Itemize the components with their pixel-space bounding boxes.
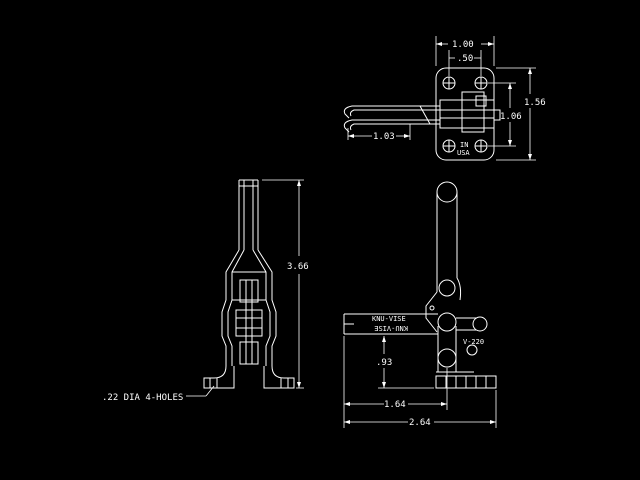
side-view-spindle: KNU-VISE KNU-VISE V-220 [343, 313, 484, 346]
dim-spindle-height-label: .93 [376, 358, 392, 368]
brand-label-mirrored: KNU-VISE [374, 324, 408, 332]
dim-reach: 1.64 [343, 336, 448, 428]
dim-spindle-height: .93 [376, 336, 434, 389]
dim-handle-length-label: 1.03 [373, 132, 395, 142]
top-view-linkage [439, 91, 501, 133]
side-view: KNU-VISE KNU-VISE V-220 .93 [343, 181, 497, 428]
dim-hole-vertical-label: 1.06 [500, 112, 522, 122]
hole-note: .22 DIA 4-HOLES [102, 393, 183, 403]
dim-top-height-label: 1.56 [524, 98, 546, 108]
dim-top-width: 1.00 [435, 36, 495, 66]
brand-label: KNU-VISE [372, 315, 406, 323]
dim-hole-vertical: 1.06 [488, 82, 522, 147]
top-view-mounting-holes [442, 76, 488, 153]
end-view: 3.66 .22 DIA 4-HOLES [102, 179, 309, 403]
dim-base-length: 2.64 [344, 390, 497, 428]
end-view-base [203, 365, 295, 389]
dim-base-length-label: 2.64 [409, 418, 431, 428]
dim-end-height: 3.66 [262, 179, 309, 389]
dim-handle-length: 1.03 [347, 124, 411, 142]
side-view-handle [436, 181, 458, 292]
hole-note-leader: .22 DIA 4-HOLES [102, 385, 215, 403]
side-view-base [435, 371, 497, 389]
dim-top-width-label: 1.00 [452, 40, 474, 50]
top-view: IN USA 1.00 .50 1.56 [343, 36, 546, 161]
top-view-handle [343, 105, 440, 133]
origin-mark-line2: USA [457, 149, 470, 157]
end-view-handle [238, 179, 259, 250]
dim-hole-spacing-label: .50 [457, 54, 473, 64]
dim-hole-spacing: .50 [448, 50, 482, 76]
dim-top-height: 1.56 [496, 67, 546, 161]
dim-end-height-label: 3.66 [287, 262, 309, 272]
model-label: V-220 [463, 338, 484, 346]
end-view-body [221, 249, 277, 366]
origin-mark-line1: IN [460, 141, 468, 149]
side-view-linkage [425, 277, 488, 372]
dim-reach-label: 1.64 [384, 400, 406, 410]
